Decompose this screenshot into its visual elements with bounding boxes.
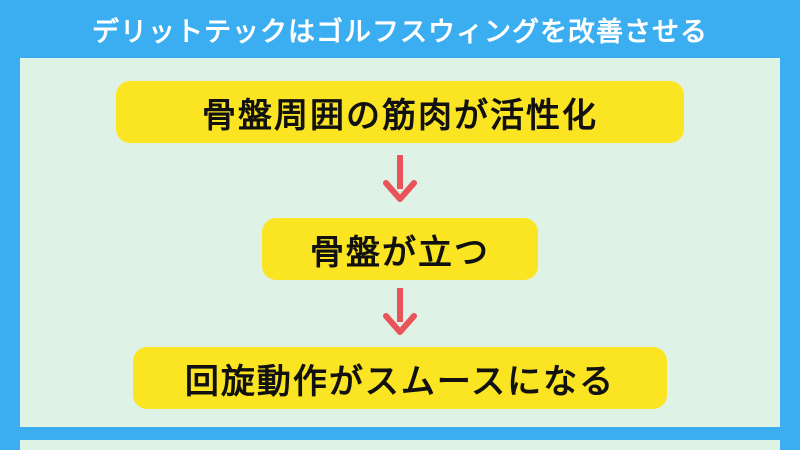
flow-step-label: 回旋動作がスムースになる	[184, 361, 616, 402]
down-arrow-icon	[383, 155, 417, 202]
down-arrow-icon	[383, 288, 417, 335]
header-bar: デリットテックはゴルフスウィングを改善させる	[0, 0, 800, 58]
flow-step-2: 骨盤が立つ	[262, 218, 538, 280]
flow-panel: 骨盤周囲の筋肉が活性化 骨盤が立つ 回旋動作がスムースになる	[20, 58, 780, 427]
flow-step-label: 骨盤が立つ	[310, 232, 490, 273]
next-panel-edge	[20, 440, 780, 450]
flow-step-3: 回旋動作がスムースになる	[133, 347, 667, 409]
page-title: デリットテックはゴルフスウィングを改善させる	[92, 16, 708, 48]
flow-step-1: 骨盤周囲の筋肉が活性化	[116, 81, 684, 143]
flow-step-label: 骨盤周囲の筋肉が活性化	[202, 95, 598, 136]
